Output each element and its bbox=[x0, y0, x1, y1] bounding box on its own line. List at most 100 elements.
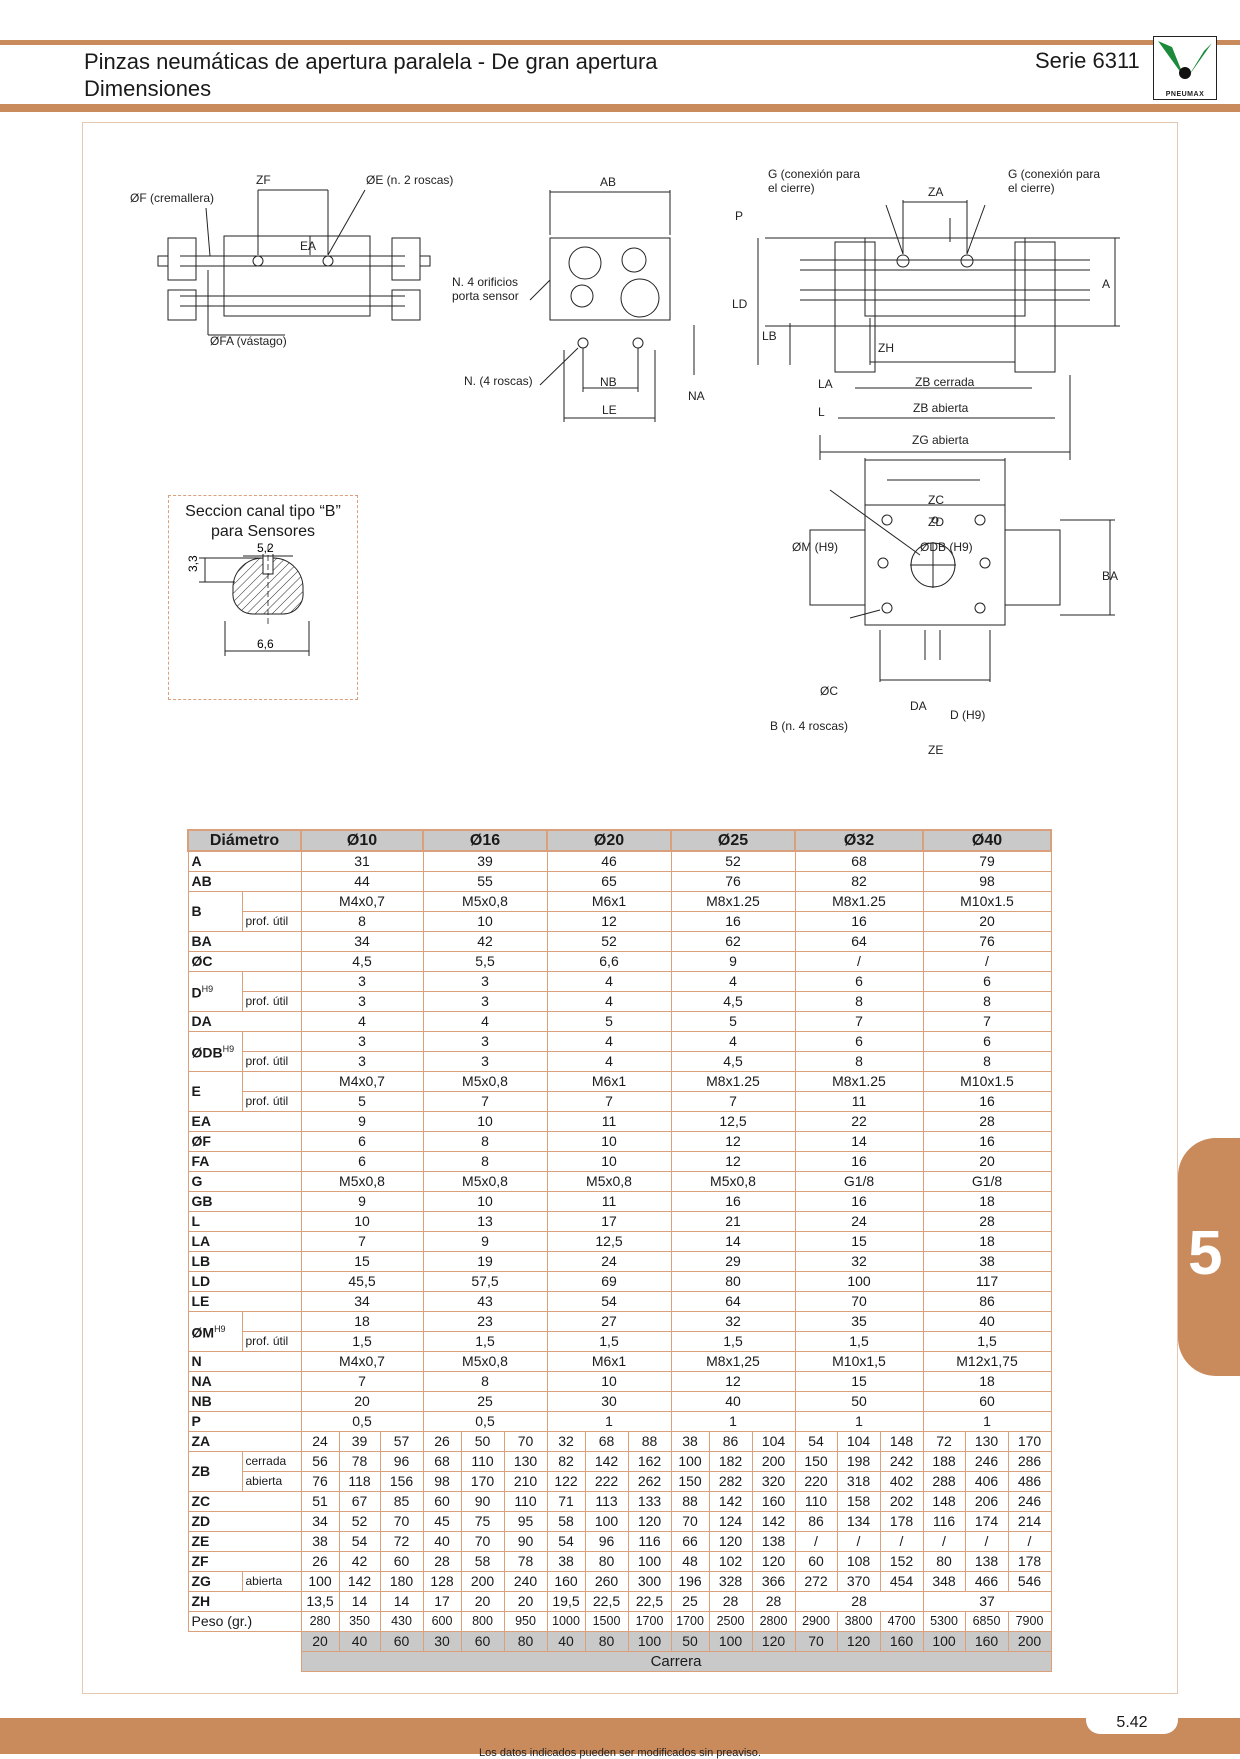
table-cell: 196 bbox=[670, 1571, 710, 1592]
table-cell: 16 bbox=[670, 911, 796, 932]
row-label: BA bbox=[187, 931, 302, 952]
table-cell: M8x1.25 bbox=[670, 1071, 796, 1092]
table-cell: 120 bbox=[627, 1511, 672, 1532]
weight-cell: 3800 bbox=[836, 1611, 881, 1632]
stroke-cell: 40 bbox=[338, 1631, 381, 1652]
label-zc: ZC bbox=[928, 493, 944, 507]
table-cell: 45,5 bbox=[300, 1271, 424, 1292]
label-f-cremallera: ØF (cremallera) bbox=[130, 191, 214, 205]
empty-cell bbox=[188, 1651, 301, 1672]
table-cell: 22 bbox=[794, 1111, 924, 1132]
table-cell: 246 bbox=[1007, 1491, 1052, 1512]
table-cell: 100 bbox=[300, 1571, 340, 1592]
table-cell: 242 bbox=[879, 1451, 924, 1472]
table-cell: M5x0,8 bbox=[670, 1171, 796, 1192]
row-label: ØMH9 bbox=[187, 1311, 243, 1352]
weight-cell: 1700 bbox=[670, 1611, 710, 1632]
stroke-cell: 100 bbox=[627, 1631, 672, 1652]
table-cell: 34 bbox=[300, 931, 424, 952]
table-cell: 72 bbox=[379, 1531, 424, 1552]
table-cell: 220 bbox=[794, 1471, 838, 1492]
table-cell: 27 bbox=[546, 1311, 672, 1332]
table-cell: 1,5 bbox=[794, 1331, 924, 1352]
row-label: NA bbox=[187, 1371, 302, 1392]
table-cell: 6 bbox=[794, 1031, 924, 1052]
table-cell: 54 bbox=[338, 1531, 381, 1552]
label-m-h9: ØM (H9) bbox=[792, 540, 838, 554]
table-cell: 16 bbox=[794, 1151, 924, 1172]
table-cell: 98 bbox=[922, 871, 1052, 892]
table-cell: 9 bbox=[422, 1231, 548, 1252]
table-cell: 10 bbox=[422, 1191, 548, 1212]
top-view-drawing bbox=[757, 200, 1120, 460]
table-cell: 546 bbox=[1007, 1571, 1052, 1592]
table-cell: 70 bbox=[460, 1531, 505, 1552]
table-cell: 43 bbox=[422, 1291, 548, 1312]
stroke-cell: 100 bbox=[922, 1631, 966, 1652]
table-cell: 260 bbox=[584, 1571, 629, 1592]
table-cell: 6 bbox=[300, 1151, 424, 1172]
table-cell: 64 bbox=[670, 1291, 796, 1312]
table-cell: 142 bbox=[338, 1571, 381, 1592]
table-cell: 7 bbox=[546, 1091, 672, 1112]
label-ea: EA bbox=[300, 239, 316, 253]
table-cell: M12x1,75 bbox=[922, 1351, 1052, 1372]
row-label-text: P bbox=[191, 1413, 201, 1429]
table-cell: 3 bbox=[422, 971, 548, 992]
table-cell: 118 bbox=[338, 1471, 381, 1492]
row-label: LB bbox=[187, 1251, 302, 1272]
table-cell: 206 bbox=[964, 1491, 1009, 1512]
table-cell: M5x0,8 bbox=[546, 1171, 672, 1192]
sensor-section-title: Seccion canal tipo “B” para Sensores bbox=[169, 502, 357, 542]
diameter-label: Diámetro bbox=[187, 829, 302, 852]
empty-cell bbox=[242, 1311, 301, 1332]
table-cell: 370 bbox=[836, 1571, 881, 1592]
table-cell: / bbox=[964, 1531, 1009, 1552]
table-cell: 40 bbox=[422, 1531, 462, 1552]
table-cell: 76 bbox=[300, 1471, 340, 1492]
table-cell: 62 bbox=[670, 931, 796, 952]
weight-cell: 280 bbox=[300, 1611, 340, 1632]
diameter-16: Ø16 bbox=[422, 829, 548, 852]
table-cell: 8 bbox=[422, 1151, 548, 1172]
table-cell: 48 bbox=[670, 1551, 710, 1572]
table-cell: 100 bbox=[584, 1511, 629, 1532]
table-cell: 1 bbox=[670, 1411, 796, 1432]
label-zb-cerrada: ZB cerrada bbox=[915, 375, 975, 389]
table-cell: 5,5 bbox=[422, 951, 548, 972]
table-cell: 38 bbox=[922, 1251, 1052, 1272]
sensor-w-top: 5,2 bbox=[257, 541, 274, 555]
table-cell: 25 bbox=[670, 1591, 710, 1612]
row-label-text: LB bbox=[191, 1253, 211, 1269]
label-ld: LD bbox=[732, 297, 748, 311]
row-label: ØF bbox=[187, 1131, 302, 1152]
table-cell: M10x1.5 bbox=[922, 1071, 1052, 1092]
empty-cell bbox=[242, 891, 301, 912]
table-cell: 133 bbox=[627, 1491, 672, 1512]
table-cell: 78 bbox=[338, 1451, 381, 1472]
table-cell: 65 bbox=[546, 871, 672, 892]
table-cell: M10x1,5 bbox=[794, 1351, 924, 1372]
table-cell: 182 bbox=[708, 1451, 753, 1472]
row-label-text: AB bbox=[191, 873, 212, 889]
row-label-text: NA bbox=[191, 1373, 212, 1389]
table-cell: 282 bbox=[708, 1471, 753, 1492]
table-cell: 130 bbox=[964, 1431, 1009, 1452]
table-cell: 66 bbox=[670, 1531, 710, 1552]
row-label-text: ØF bbox=[191, 1133, 211, 1149]
table-cell: 17 bbox=[546, 1211, 672, 1232]
stroke-cell: 40 bbox=[546, 1631, 586, 1652]
row-label-text: DA bbox=[191, 1013, 212, 1029]
table-cell: 14 bbox=[794, 1131, 924, 1152]
label-b-roscas: B (n. 4 roscas) bbox=[770, 719, 848, 733]
table-cell: 162 bbox=[627, 1451, 672, 1472]
table-cell: 11 bbox=[546, 1111, 672, 1132]
row-label-text: B bbox=[191, 903, 202, 919]
